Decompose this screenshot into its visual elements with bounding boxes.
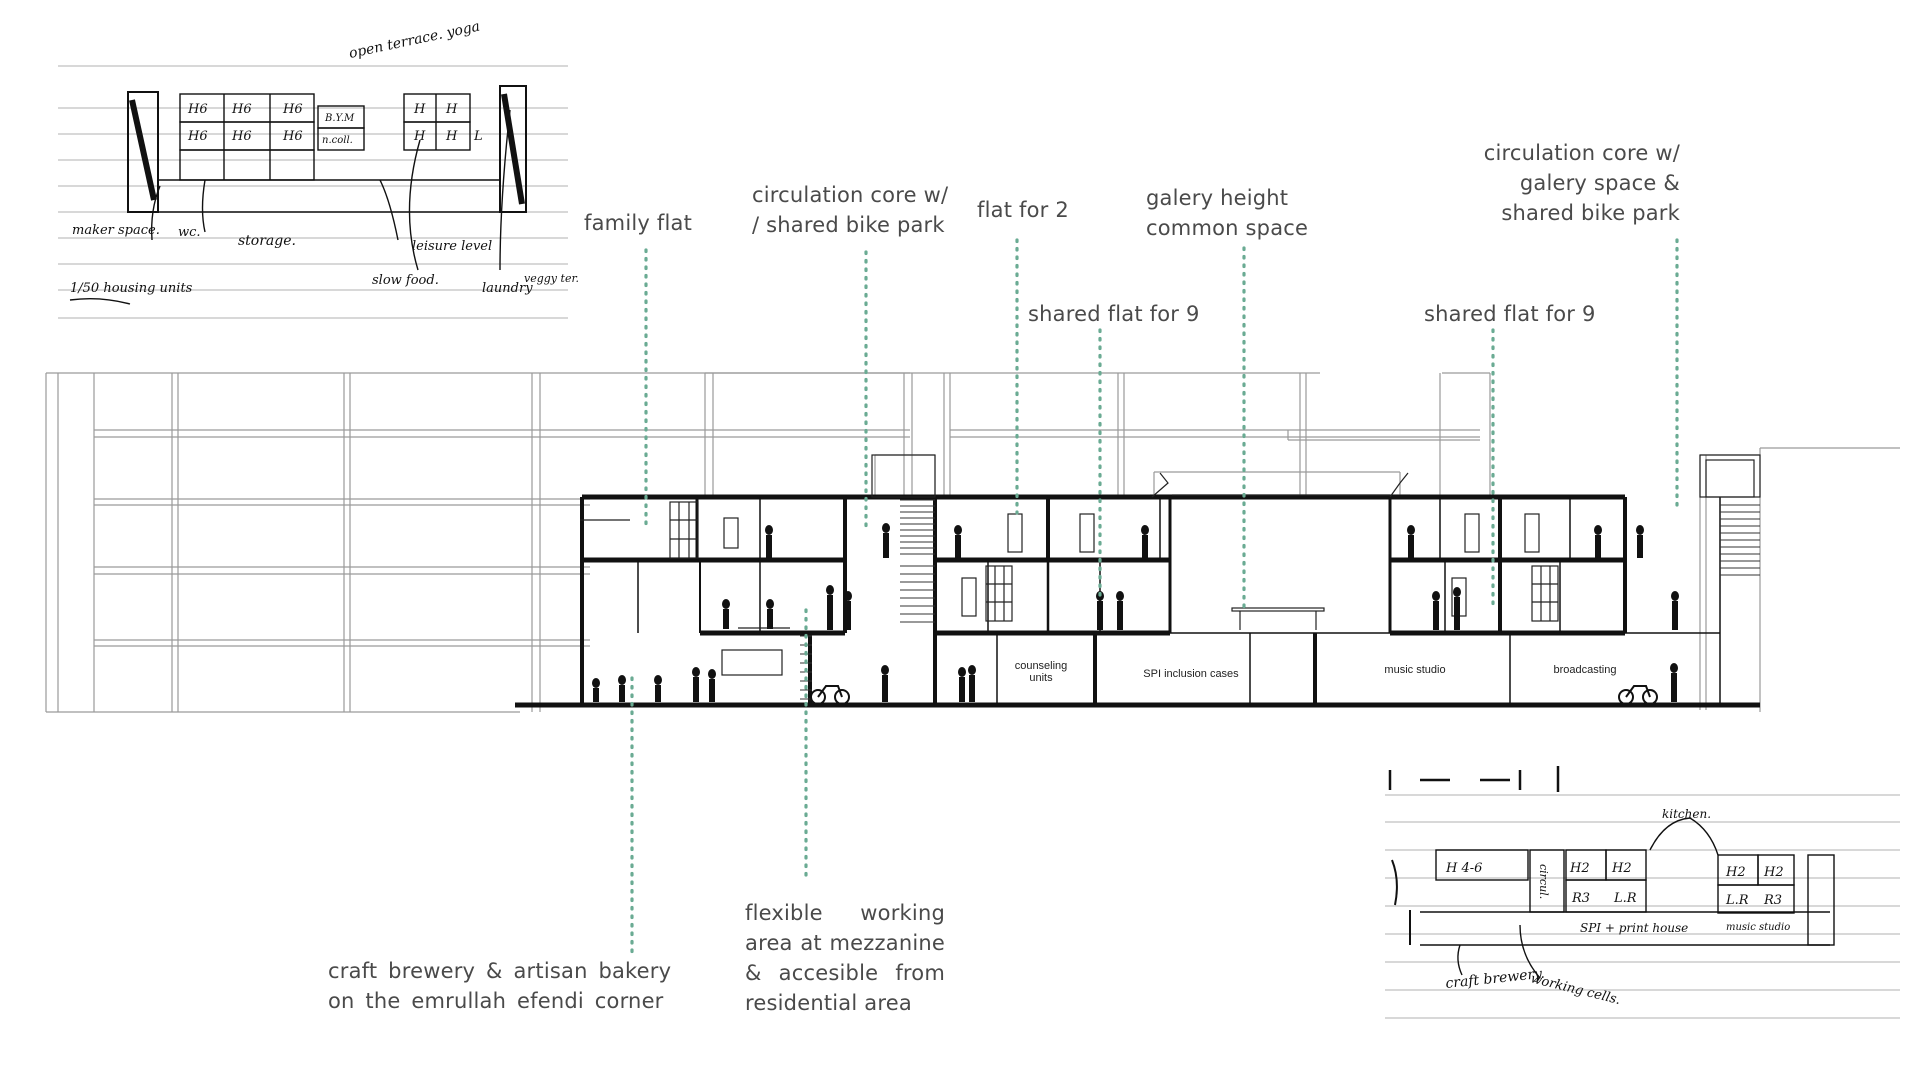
- svg-text:storage.: storage.: [238, 233, 296, 249]
- label-line: circulation core w/: [1483, 141, 1680, 165]
- label-line: galery height: [1146, 186, 1289, 210]
- label-line: area at mezzanine: [745, 931, 945, 955]
- bottom-right-sketch-text: kitchen. H 4-6 H2 H2 H2 H2 R3 L.R L.R R3…: [1445, 807, 1791, 1008]
- label-circulation-core-1: circulation core w/ / shared bike park: [752, 180, 948, 240]
- svg-text:H: H: [413, 102, 426, 117]
- label-shared-flat-9-a: shared flat for 9: [1028, 302, 1200, 326]
- svg-text:music studio: music studio: [1726, 922, 1790, 933]
- svg-text:H6: H6: [231, 129, 252, 144]
- svg-text:slow food.: slow food.: [372, 273, 439, 288]
- room-counseling-units: counseling units: [1014, 660, 1068, 684]
- svg-text:L: L: [473, 129, 483, 144]
- label-line: galery space &: [1519, 171, 1680, 195]
- svg-text:R3: R3: [1571, 891, 1590, 906]
- top-left-sketch: [58, 65, 568, 319]
- label-line: common space: [1146, 216, 1309, 240]
- label-flat-for-2: flat for 2: [977, 198, 1069, 222]
- svg-text:circul.: circul.: [1537, 864, 1550, 899]
- label-galery-height: galery height common space: [1146, 183, 1308, 243]
- label-line: flexible working: [745, 901, 945, 925]
- svg-text:H: H: [445, 129, 458, 144]
- svg-text:H2: H2: [1569, 861, 1590, 876]
- svg-text:maker space.: maker space.: [72, 223, 160, 238]
- svg-text:H6: H6: [231, 102, 252, 117]
- svg-text:n.coll.: n.coll.: [322, 135, 353, 146]
- svg-text:1/50 housing units: 1/50 housing units: [70, 281, 193, 296]
- svg-text:H2: H2: [1763, 865, 1784, 880]
- label-line: residential area: [745, 991, 912, 1015]
- svg-text:L.R: L.R: [1725, 893, 1749, 908]
- label-flexible-working: flexible working area at mezzanine & acc…: [745, 898, 945, 1018]
- svg-text:leisure level: leisure level: [412, 239, 492, 254]
- label-line: on the emrullah efendi corner: [328, 989, 664, 1013]
- label-line: / shared bike park: [752, 213, 945, 237]
- room-music-studio: music studio: [1384, 664, 1446, 676]
- svg-text:H6: H6: [282, 102, 303, 117]
- label-line: craft brewery & artisan bakery: [328, 959, 672, 983]
- svg-text:H: H: [445, 102, 458, 117]
- svg-text:kitchen.: kitchen.: [1662, 807, 1711, 821]
- svg-text:wc.: wc.: [178, 225, 201, 240]
- svg-text:L.R: L.R: [1613, 891, 1637, 906]
- svg-text:H6: H6: [187, 129, 208, 144]
- svg-text:B.Y.M: B.Y.M: [324, 113, 355, 124]
- label-shared-flat-9-b: shared flat for 9: [1424, 302, 1596, 326]
- room-broadcasting: broadcasting: [1553, 664, 1617, 676]
- bottom-right-sketch: [1385, 766, 1900, 1019]
- svg-text:H2: H2: [1611, 861, 1632, 876]
- svg-text:H2: H2: [1725, 865, 1746, 880]
- svg-text:H 4-6: H 4-6: [1445, 861, 1482, 876]
- label-craft-brewery: craft brewery & artisan bakery on the em…: [328, 956, 671, 1016]
- label-family-flat: family flat: [584, 211, 693, 235]
- svg-text:R3: R3: [1763, 893, 1782, 908]
- svg-text:veggy ter.: veggy ter.: [524, 272, 579, 285]
- svg-text:H6: H6: [282, 129, 303, 144]
- svg-text:open terrace. yoga: open terrace. yoga: [348, 19, 482, 62]
- label-line: shared bike park: [1501, 201, 1680, 225]
- label-circulation-core-2: circulation core w/ galery space & share…: [1450, 138, 1680, 228]
- label-line: circulation core w/: [752, 183, 949, 207]
- svg-text:H: H: [413, 129, 426, 144]
- svg-text:SPI + print house: SPI + print house: [1580, 921, 1688, 935]
- label-line: & accesible from: [745, 961, 945, 985]
- room-spi-inclusion-cases: SPI inclusion cases: [1143, 668, 1239, 680]
- svg-text:H6: H6: [187, 102, 208, 117]
- svg-text:laundry: laundry: [482, 281, 533, 296]
